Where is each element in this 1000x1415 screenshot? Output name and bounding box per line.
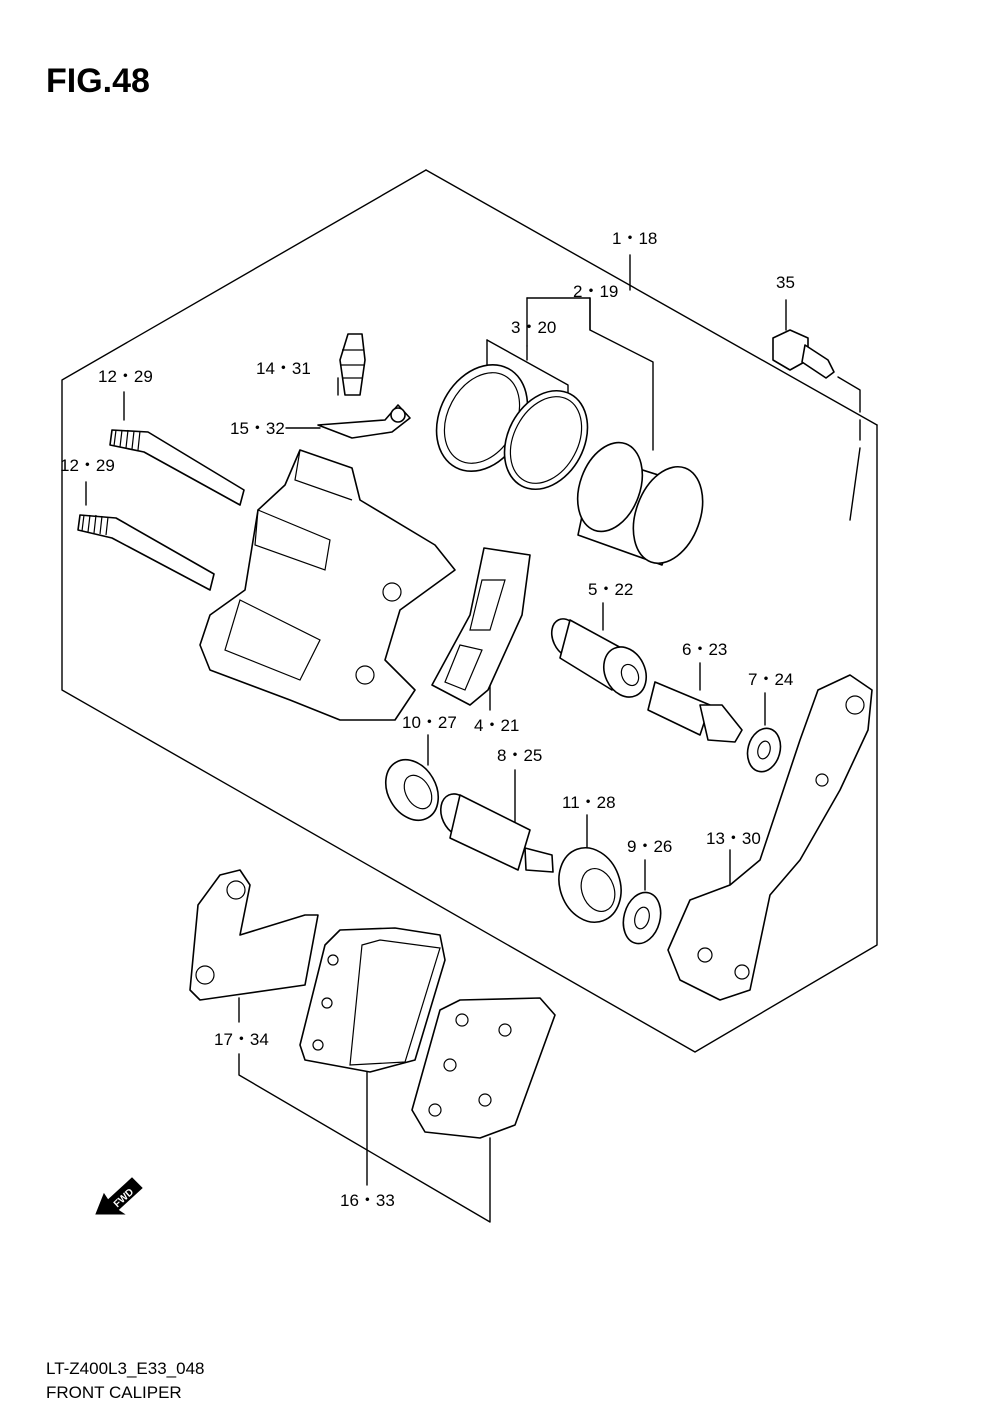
brake-pad-front-part bbox=[299, 927, 446, 1073]
callout-10-27: 10・27 bbox=[402, 713, 457, 732]
brake-pad-rear-part bbox=[411, 997, 556, 1139]
callout-9-26: 9・26 bbox=[627, 837, 672, 856]
callout-35: 35 bbox=[776, 273, 795, 292]
callout-11-28: 11・28 bbox=[562, 793, 616, 812]
callout-labels: 1・18 2・19 3・20 35 14・31 12・29 15・32 12・2… bbox=[60, 229, 795, 1210]
piston-seal-part bbox=[435, 363, 589, 491]
slide-pin-upper-part bbox=[109, 429, 245, 506]
diagram-code: LT-Z400L3_E33_048 bbox=[46, 1359, 204, 1378]
pad-spring-part bbox=[431, 547, 531, 706]
caliper-body-part bbox=[199, 449, 456, 721]
callout-12-29-lower: 12・29 bbox=[60, 456, 115, 475]
assembly-outline bbox=[61, 169, 878, 1053]
callout-8-25: 8・25 bbox=[497, 746, 542, 765]
callout-5-22: 5・22 bbox=[588, 580, 633, 599]
callout-7-24: 7・24 bbox=[748, 670, 793, 689]
piston-part bbox=[576, 441, 704, 566]
caliper-bracket-part bbox=[667, 674, 873, 1001]
caliper-pin-part bbox=[439, 793, 554, 873]
callout-1-18: 1・18 bbox=[612, 229, 657, 248]
washer-small-part bbox=[622, 891, 662, 945]
fwd-arrow-icon: FWD bbox=[95, 1177, 143, 1215]
slide-pin-lower-part bbox=[77, 514, 215, 591]
callout-15-32: 15・32 bbox=[230, 419, 285, 438]
pad-shim-part bbox=[189, 869, 319, 1001]
mounting-bolt-part bbox=[772, 329, 835, 379]
washer-part bbox=[746, 727, 782, 773]
diagram-name: FRONT CALIPER bbox=[46, 1383, 182, 1402]
callout-3-20: 3・20 bbox=[511, 318, 556, 337]
figure-title: FIG.48 bbox=[46, 62, 150, 100]
callout-4-21: 4・21 bbox=[474, 716, 519, 735]
bleeder-clip-part bbox=[317, 404, 411, 439]
callout-6-23: 6・23 bbox=[682, 640, 727, 659]
callout-13-30: 13・30 bbox=[706, 829, 761, 848]
callout-14-31: 14・31 bbox=[256, 359, 311, 378]
sleeve-part bbox=[550, 618, 647, 698]
boot-part bbox=[384, 759, 440, 821]
pin-boot-part bbox=[558, 847, 622, 923]
callout-16-33: 16・33 bbox=[340, 1191, 395, 1210]
callout-2-19: 2・19 bbox=[573, 282, 618, 301]
pin-bolt-part bbox=[647, 681, 743, 743]
callout-17-34: 17・34 bbox=[214, 1030, 269, 1049]
callout-12-29-upper: 12・29 bbox=[98, 367, 153, 386]
bleeder-valve-part bbox=[339, 333, 366, 396]
